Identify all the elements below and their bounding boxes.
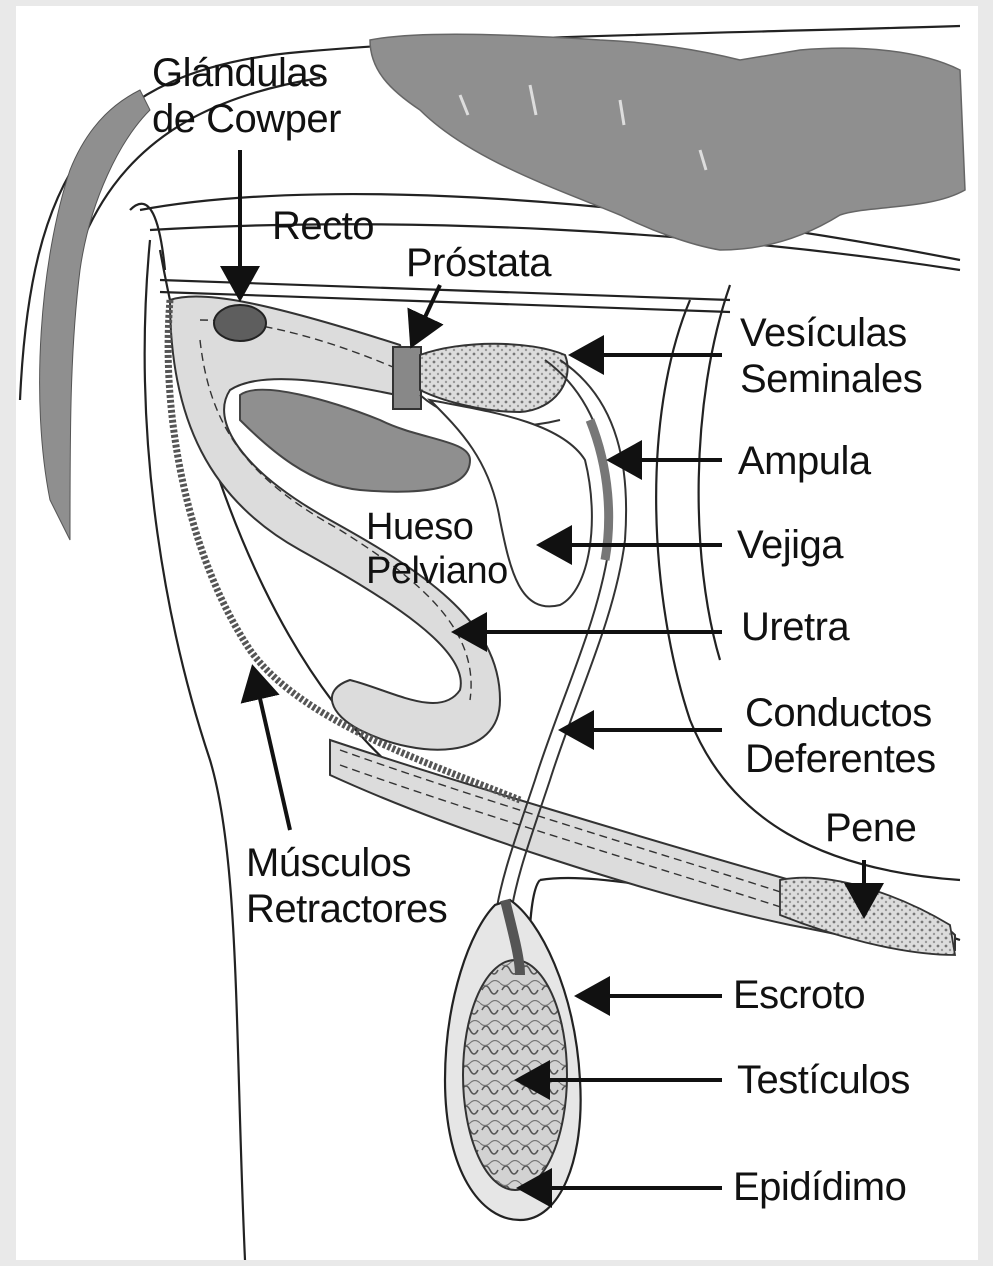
label-hueso-line1: Hueso xyxy=(366,505,508,549)
arrow-prostata xyxy=(412,285,440,345)
label-glandulas-cowper: Glándulas de Cowper xyxy=(152,50,341,142)
label-vesiculas-line1: Vesículas xyxy=(740,310,922,356)
label-escroto: Escroto xyxy=(733,972,865,1018)
label-ampula: Ampula xyxy=(738,438,871,484)
label-recto: Recto xyxy=(272,203,374,249)
label-glandulas-line2: de Cowper xyxy=(152,96,341,142)
label-musculos-line1: Músculos xyxy=(246,840,447,886)
rectum-mass xyxy=(370,34,965,250)
label-hueso-pelviano: Hueso Pelviano xyxy=(366,505,508,593)
cowper-glands xyxy=(214,305,266,341)
label-musculos-retractores: Músculos Retractores xyxy=(246,840,447,932)
label-hueso-line2: Pelviano xyxy=(366,549,508,593)
label-glandulas-line1: Glándulas xyxy=(152,50,341,96)
label-vesiculas-seminales: Vesículas Seminales xyxy=(740,310,922,402)
label-conductos-line2: Deferentes xyxy=(745,736,936,782)
label-epididimo: Epidídimo xyxy=(733,1164,906,1210)
label-conductos-line1: Conductos xyxy=(745,690,936,736)
label-pene: Pene xyxy=(825,805,916,851)
label-prostata: Próstata xyxy=(406,240,551,286)
prostate xyxy=(393,347,421,409)
label-testiculos: Testículos xyxy=(737,1057,910,1103)
label-uretra: Uretra xyxy=(741,604,849,650)
sheath xyxy=(780,878,955,955)
arrow-musculos xyxy=(253,668,290,830)
testis xyxy=(463,960,567,1190)
label-musculos-line2: Retractores xyxy=(246,886,447,932)
label-vejiga: Vejiga xyxy=(737,522,843,568)
tail-vertebrae xyxy=(40,90,150,540)
label-conductos-deferentes: Conductos Deferentes xyxy=(745,690,936,782)
label-vesiculas-line2: Seminales xyxy=(740,356,922,402)
